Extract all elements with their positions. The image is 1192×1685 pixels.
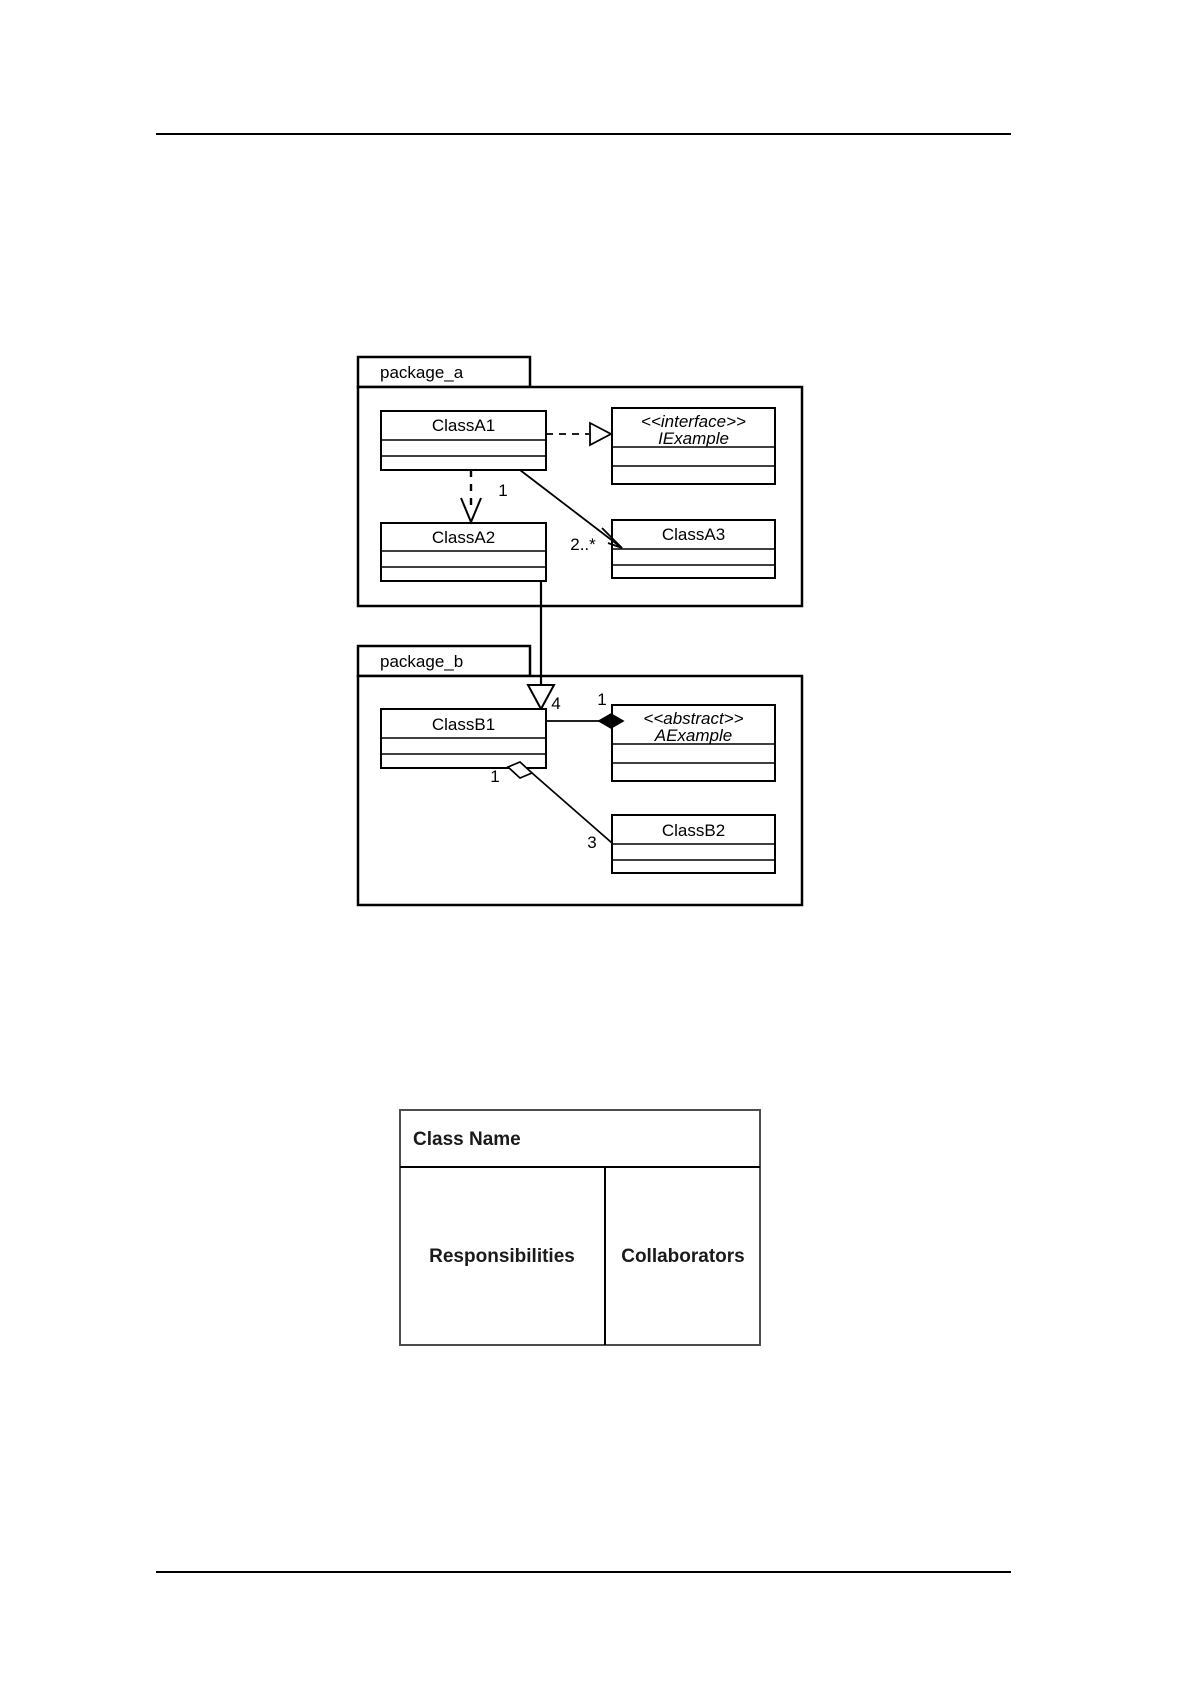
- multiplicity-target-label: 2..*: [570, 535, 596, 554]
- ClassA3-name: ClassA3: [662, 525, 725, 544]
- filled-diamond-icon: [597, 713, 625, 729]
- open-arrow-icon: [460, 497, 482, 525]
- class-box-IExample[interactable]: <<interface>> IExample: [611, 407, 776, 485]
- footer-rule: [156, 1571, 1011, 1573]
- open-arrow-icon: [601, 527, 623, 549]
- class-box-ClassA2[interactable]: ClassA2: [380, 522, 547, 582]
- IExample-stereotype: <<interface>>: [641, 412, 746, 431]
- AExample-outline: [611, 704, 776, 782]
- relationship-generalization-ClassB1-ClassA2: [526, 581, 556, 712]
- ClassB1-name: ClassB1: [432, 715, 495, 734]
- crc-class-name: Class Name: [413, 1129, 521, 1150]
- class-box-ClassA1[interactable]: ClassA1: [380, 410, 547, 471]
- crc-responsibilities-label: Responsibilities: [429, 1246, 575, 1267]
- uml-class-diagram-figure: package_a ClassA1 <<interface>> IExample: [340, 330, 840, 930]
- class-box-AExample[interactable]: <<abstract>> AExample: [611, 704, 776, 782]
- ClassA1-name: ClassA1: [432, 416, 495, 435]
- header-rule: [156, 133, 1011, 135]
- association-line: [519, 469, 623, 549]
- AExample-name: AExample: [654, 726, 732, 745]
- IExample-name: IExample: [658, 429, 729, 448]
- crc-card[interactable]: Class Name Responsibilities Collaborator…: [399, 1109, 761, 1346]
- class-box-ClassA3[interactable]: ClassA3: [611, 519, 776, 579]
- crc-card-figure: Class Name Responsibilities Collaborator…: [380, 1090, 800, 1370]
- class-box-ClassB2[interactable]: ClassB2: [611, 814, 776, 874]
- multiplicity-target-label: 3: [587, 833, 596, 852]
- relationship-aggregation-ClassB1-ClassB2: 1 3: [490, 761, 613, 852]
- hollow-triangle-icon: [526, 684, 556, 712]
- package-b-label: package_b: [380, 652, 463, 671]
- multiplicity-source-label: 1: [498, 481, 507, 500]
- multiplicity-target-label: 1: [597, 690, 606, 709]
- relationship-realization-ClassA1-IExample: [546, 421, 613, 447]
- relationship-composition-ClassB1-AExample: 4 1: [546, 690, 625, 729]
- class-box-ClassB1[interactable]: ClassB1: [380, 708, 547, 769]
- hollow-triangle-icon: [589, 421, 613, 447]
- crc-card-outline: [399, 1109, 761, 1346]
- crc-collaborators-label: Collaborators: [621, 1246, 745, 1267]
- relationship-association-ClassA1-ClassA3: 1 2..*: [498, 469, 623, 554]
- relationship-dependency-ClassA1-ClassA2: [460, 470, 482, 525]
- ClassA2-name: ClassA2: [432, 528, 495, 547]
- multiplicity-source-label: 4: [551, 694, 560, 713]
- aggregation-line: [531, 772, 613, 844]
- multiplicity-source-label: 1: [490, 767, 499, 786]
- IExample-outline: [611, 407, 776, 485]
- ClassB2-name: ClassB2: [662, 821, 725, 840]
- ClassA2-outline: [380, 522, 547, 582]
- AExample-stereotype: <<abstract>>: [643, 709, 743, 728]
- package-a-label: package_a: [380, 363, 464, 382]
